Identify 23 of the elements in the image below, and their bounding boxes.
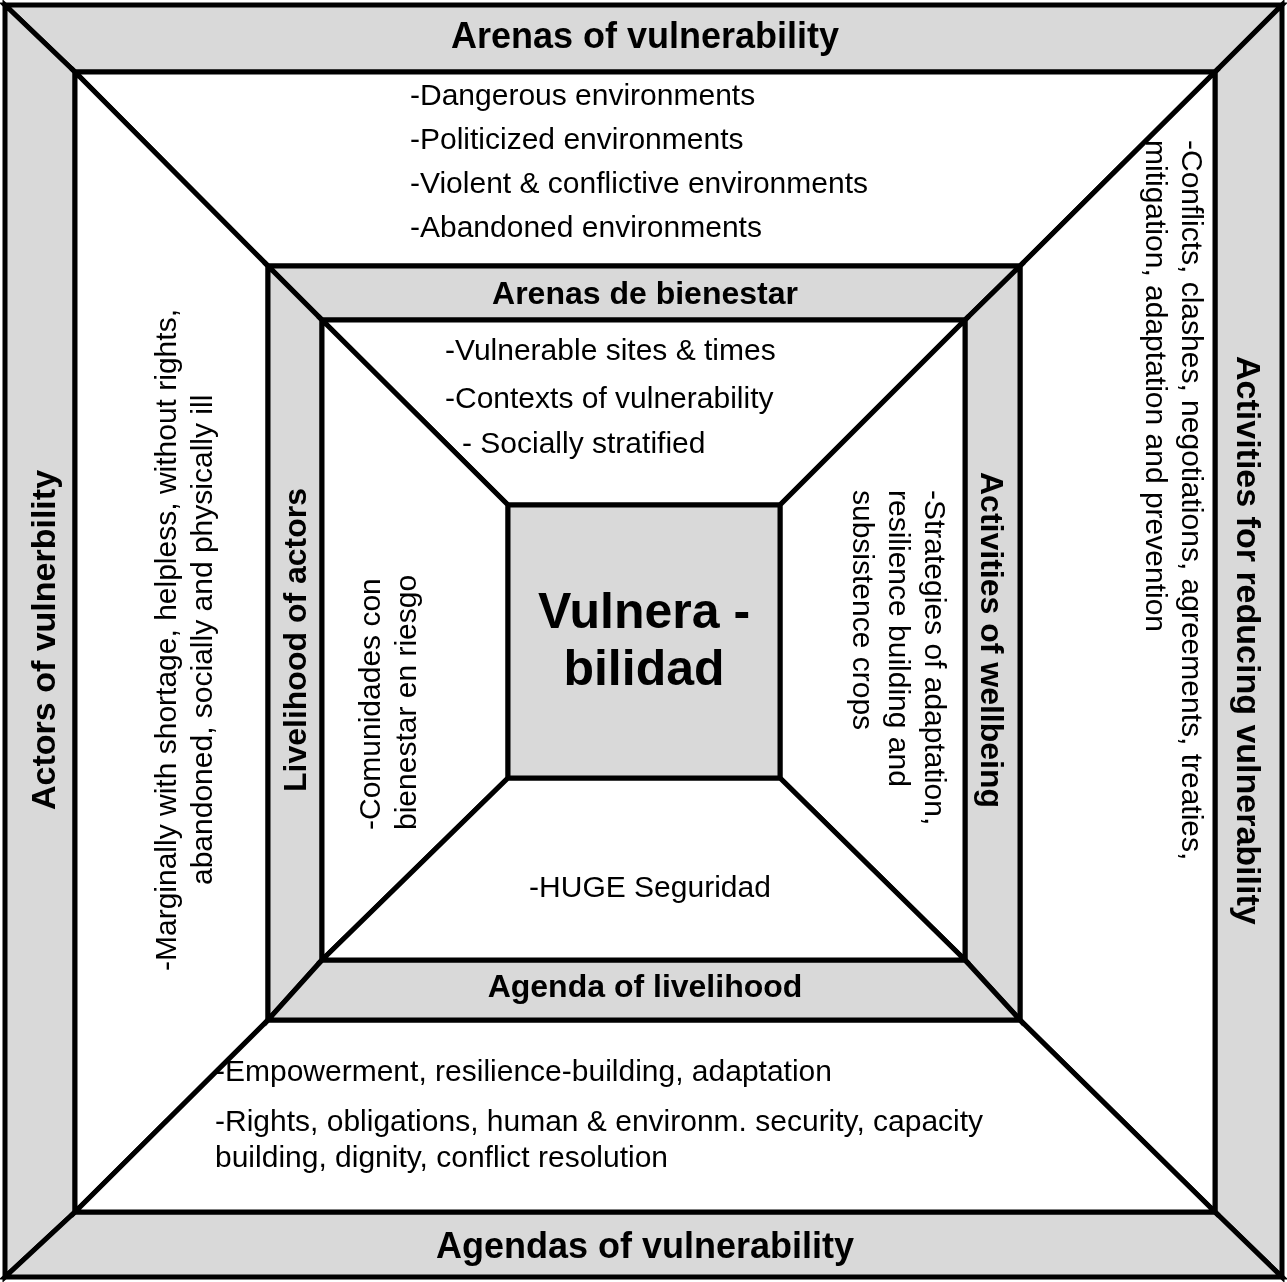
list-text: -Conflicts, clashes, negotiations, agreements, treaties, mitigation, adaptation and prevention [1139, 140, 1210, 863]
list-text: -Vulnerable sites & times [445, 332, 776, 368]
list-text: -Dangerous environments [410, 77, 756, 113]
list-text: -Violent & conflictive environments [410, 165, 868, 201]
list-text: -HUGE Seguridad [529, 869, 771, 905]
band-title: Arenas de bienestar [492, 273, 798, 313]
band-title: Actors of vulnerbility [22, 469, 63, 811]
band-title: Activities of wellbeing [973, 471, 1012, 809]
band-title: Arenas of vulnerability [450, 14, 840, 58]
list-text: -Rights, obligations, human & environm. security, capacity building, dignity, conflict resolution [215, 1103, 985, 1175]
list-text: -Strategies of adaptation, resilience building and subsistence crops [846, 490, 953, 828]
list-text: -Empowerment, resilience-building, adaptation [215, 1053, 832, 1089]
band-title: Livelihood of actors [275, 488, 314, 792]
band-title: Agenda of livelihood [487, 966, 803, 1006]
center-title: Vulnera -bilidad [536, 582, 752, 698]
list-text: -Contexts of vulnerability [445, 380, 774, 416]
list-text: - Socially stratified [462, 425, 706, 461]
band-title: Agendas of vulnerability [435, 1224, 855, 1268]
list-text: -Abandoned environments [410, 209, 762, 245]
band-title: Activities for reducing vulnerability [1229, 355, 1270, 925]
list-text: -Comunidades con bienestar en riesgo [352, 573, 423, 830]
list-text: -Politicized environments [410, 121, 744, 157]
list-text: -Marginally with shortage, helpless, without rights, abandoned, socially and physically ill [148, 308, 219, 973]
